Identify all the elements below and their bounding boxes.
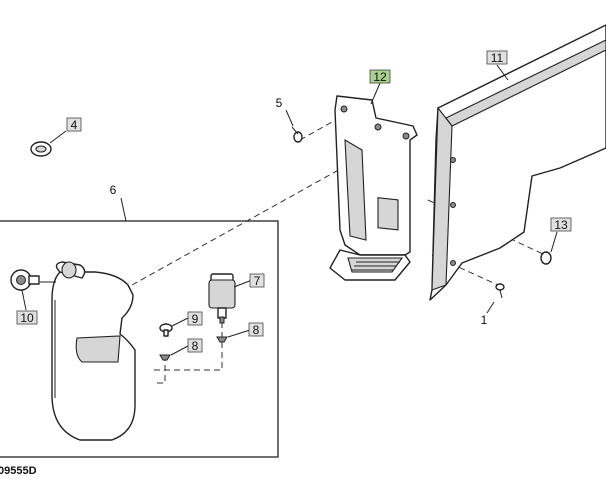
svg-text:7: 7 [254, 274, 261, 288]
callout-11: 11 [486, 50, 508, 65]
svg-text:9: 9 [192, 312, 199, 326]
callout-6: 6 [110, 183, 117, 197]
mounting-bracket [329, 95, 418, 281]
detail-inset-leader [120, 197, 127, 222]
screw-1 [495, 283, 505, 299]
callout-8-left: 8 [187, 338, 203, 353]
clip [30, 141, 52, 157]
svg-text:11: 11 [491, 51, 504, 65]
screw-5 [291, 126, 303, 143]
side-panel [429, 24, 606, 301]
svg-text:8: 8 [192, 339, 199, 353]
assembly-line-fasteners [153, 342, 223, 384]
detail-inset-frame [0, 220, 279, 458]
reference-code: 09555D [0, 465, 37, 477]
callout-5: 5 [276, 96, 283, 110]
svg-text:10: 10 [20, 311, 34, 325]
washer-reservoir [51, 261, 136, 441]
hose-clamp-right [216, 336, 228, 343]
callout-4: 4 [66, 117, 82, 132]
callout-13: 13 [550, 217, 572, 232]
screw-13 [540, 251, 552, 265]
washer-pump [208, 273, 236, 324]
svg-text:8: 8 [253, 323, 260, 337]
callout-12: 12 [369, 69, 391, 84]
hose-clamp-left [159, 354, 171, 361]
plug [159, 323, 173, 337]
callout-7: 7 [249, 273, 265, 288]
assembly-line-bracket [299, 117, 340, 141]
svg-text:1: 1 [481, 313, 488, 327]
callout-9: 9 [187, 311, 203, 326]
svg-text:4: 4 [71, 118, 78, 132]
grommet [10, 269, 40, 291]
svg-text:12: 12 [373, 70, 387, 84]
svg-text:6: 6 [110, 183, 117, 197]
callout-10: 10 [16, 310, 38, 325]
svg-text:13: 13 [554, 218, 568, 232]
svg-text:5: 5 [276, 96, 283, 110]
callout-1: 1 [481, 313, 488, 327]
callout-8-right: 8 [248, 322, 264, 337]
